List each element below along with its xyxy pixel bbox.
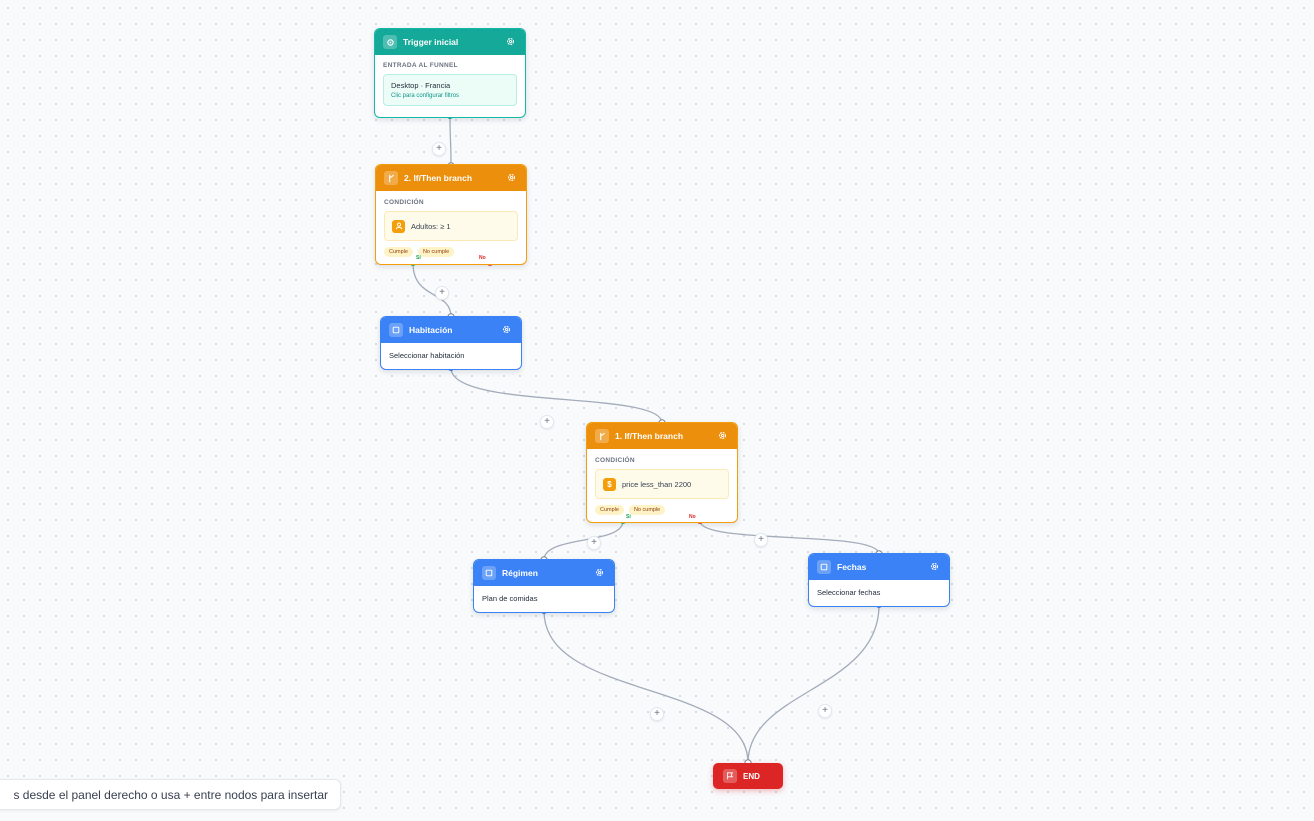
hint-text: s desde el panel derecho o usa + entre n…	[13, 787, 328, 802]
gear-icon[interactable]	[506, 172, 517, 183]
filter-hint: Clic para configurar filtros	[391, 93, 460, 99]
out-label-no: No	[689, 514, 696, 520]
node-fechas[interactable]: Fechas Seleccionar fechas	[808, 553, 950, 607]
insert-node-button[interactable]: +	[754, 533, 768, 547]
edge-fechas-to-end	[747, 604, 880, 764]
node-description: Plan de comidas	[482, 594, 538, 603]
insert-node-button[interactable]: +	[587, 536, 601, 550]
pill-yes: Cumple	[595, 505, 624, 515]
edge-regimen-to-end	[543, 610, 749, 764]
user-icon	[392, 219, 405, 233]
dollar-icon: $	[603, 477, 616, 491]
node-title: 2. If/Then branch	[404, 173, 473, 183]
square-icon	[482, 566, 496, 580]
condition-text: price less_than 2200	[622, 479, 692, 489]
node-trigger[interactable]: Trigger inicial ENTRADA AL FUNNEL Deskto…	[374, 28, 526, 118]
hint-bar: s desde el panel derecho o usa + entre n…	[0, 779, 341, 810]
condition-text: Adultos: ≥ 1	[411, 221, 451, 231]
section-label: CONDICIÓN	[595, 457, 635, 464]
node-regimen[interactable]: Régimen Plan de comidas	[473, 559, 615, 613]
node-title: Trigger inicial	[403, 37, 459, 47]
node-fechas-header[interactable]: Fechas	[809, 554, 949, 580]
square-icon	[389, 323, 403, 337]
section-label: ENTRADA AL FUNNEL	[383, 62, 458, 69]
node-trigger-header[interactable]: Trigger inicial	[375, 29, 525, 55]
node-end[interactable]: END	[713, 763, 783, 789]
funnel-filter-box[interactable]: Desktop · Francia Clic para configurar f…	[383, 74, 517, 106]
flag-icon	[723, 769, 737, 783]
node-branch-1[interactable]: 1. If/Then branch CONDICIÓN $ price less…	[586, 422, 738, 523]
section-label: CONDICIÓN	[384, 199, 424, 206]
branch-icon	[384, 171, 398, 185]
insert-node-button[interactable]: +	[435, 286, 449, 300]
target-icon	[383, 35, 397, 49]
insert-node-button[interactable]: +	[650, 707, 664, 721]
filter-value: Desktop · Francia	[391, 81, 451, 90]
node-description: Seleccionar habitación	[389, 351, 465, 360]
insert-node-button[interactable]: +	[432, 142, 446, 156]
node-title: END	[743, 771, 760, 781]
gear-icon[interactable]	[929, 561, 940, 572]
node-description: Seleccionar fechas	[817, 588, 881, 597]
node-title: Régimen	[502, 568, 538, 578]
node-title: 1. If/Then branch	[615, 431, 684, 441]
edge-trigger-to-branch2	[449, 115, 452, 167]
node-regimen-header[interactable]: Régimen	[474, 560, 614, 586]
pill-no: No cumple	[417, 247, 455, 257]
insert-node-button[interactable]: +	[818, 704, 832, 718]
square-icon	[817, 560, 831, 574]
node-title: Fechas	[837, 562, 867, 572]
gear-icon[interactable]	[505, 36, 516, 47]
out-label-yes: Sí	[626, 514, 631, 520]
edge-branch1-no-to-fechas	[699, 520, 880, 555]
node-branch-2-header[interactable]: 2. If/Then branch	[376, 165, 526, 191]
pill-yes: Cumple	[384, 247, 413, 257]
gear-icon[interactable]	[594, 567, 605, 578]
pill-no: No cumple	[628, 505, 666, 515]
gear-icon[interactable]	[501, 324, 512, 335]
edge-branch1-yes-to-regimen	[543, 520, 624, 561]
out-label-yes: Sí	[416, 255, 421, 261]
gear-icon[interactable]	[717, 430, 728, 441]
out-label-no: No	[479, 255, 486, 261]
condition-box[interactable]: Adultos: ≥ 1	[384, 211, 518, 241]
node-habitacion-header[interactable]: Habitación	[381, 317, 521, 343]
edge-habitacion-to-branch1	[450, 367, 663, 424]
insert-node-button[interactable]: +	[540, 415, 554, 429]
condition-box[interactable]: $ price less_than 2200	[595, 469, 729, 499]
node-title: Habitación	[409, 325, 453, 335]
node-habitacion[interactable]: Habitación Seleccionar habitación	[380, 316, 522, 370]
branch-icon	[595, 429, 609, 443]
node-branch-2[interactable]: 2. If/Then branch CONDICIÓN Adultos: ≥ 1…	[375, 164, 527, 265]
node-branch-1-header[interactable]: 1. If/Then branch	[587, 423, 737, 449]
